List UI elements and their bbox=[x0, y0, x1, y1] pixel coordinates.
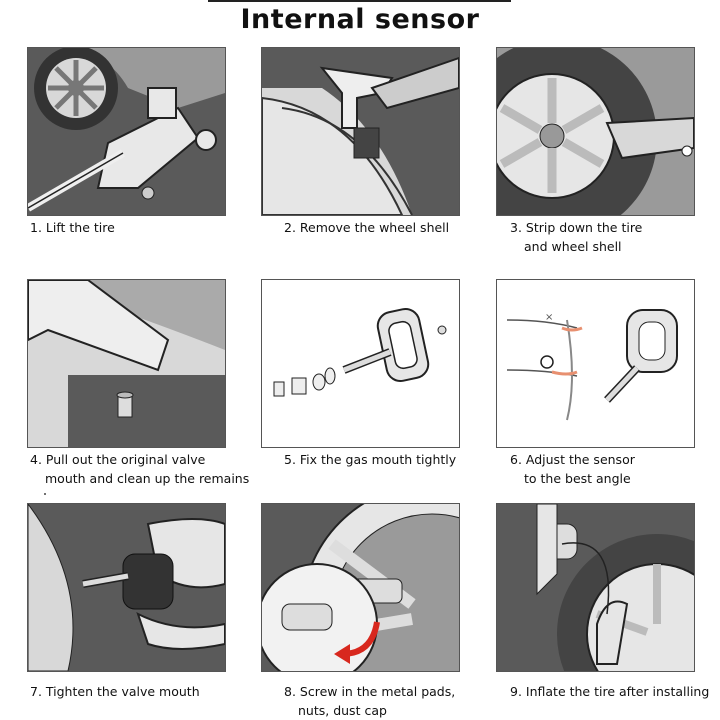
sensor-parts-icon bbox=[262, 280, 459, 447]
step-1-caption: 1. Lift the tire bbox=[30, 218, 115, 237]
step-6-text: 6. Adjust the sensor bbox=[510, 452, 635, 467]
step-2-caption: 2. Remove the wheel shell bbox=[284, 218, 449, 237]
step-4-illustration bbox=[27, 279, 226, 448]
step-6-text-2: to the best angle bbox=[524, 471, 631, 486]
step-6-illustration: × bbox=[496, 279, 695, 448]
step-8-text: 8. Screw in the metal pads, bbox=[284, 684, 456, 699]
step-3-caption: 3. Strip down the tire and wheel shell bbox=[510, 218, 642, 256]
step-8-text-2: nuts, dust cap bbox=[298, 703, 387, 718]
step-7-text: 7. Tighten the valve mouth bbox=[30, 684, 200, 699]
svg-text:×: × bbox=[545, 312, 553, 323]
step-5-text: 5. Fix the gas mouth tightly bbox=[284, 452, 457, 467]
step-8-caption: 8. Screw in the metal pads, nuts, dust c… bbox=[284, 682, 455, 720]
valve-cap-icon bbox=[262, 504, 459, 671]
step-2-text: 2. Remove the wheel shell bbox=[284, 220, 450, 235]
inflator-icon bbox=[497, 504, 694, 671]
step-4-text: 4. Pull out the original valve bbox=[30, 452, 206, 467]
step-9-text: 9. Inflate the tire after installing bbox=[510, 684, 710, 699]
step-1-text: 1. Lift the tire bbox=[30, 220, 115, 235]
step-5-illustration bbox=[261, 279, 460, 448]
valve-stem-icon bbox=[28, 280, 225, 447]
step-8-illustration bbox=[261, 503, 460, 672]
step-7-caption: 7. Tighten the valve mouth bbox=[30, 682, 200, 701]
tire-lever-icon bbox=[262, 48, 459, 215]
step-2-illustration bbox=[261, 47, 460, 216]
step-1-illustration bbox=[27, 47, 226, 216]
step-9-caption: 9. Inflate the tire after installing bbox=[510, 682, 709, 701]
step-5-caption: 5. Fix the gas mouth tightly bbox=[284, 450, 456, 469]
page-title: Internal sensor bbox=[240, 4, 480, 35]
step-4-caption: 4. Pull out the original valve mouth and… bbox=[30, 450, 249, 488]
step-6-caption: 6. Adjust the sensor to the best angle bbox=[510, 450, 635, 488]
tire-changer-icon bbox=[497, 48, 694, 215]
step-3-text: 3. Strip down the tire bbox=[510, 220, 643, 235]
step-7-illustration bbox=[27, 503, 226, 672]
step-4-text-2: mouth and clean up the remains bbox=[45, 471, 250, 486]
hand-sensor-icon bbox=[28, 504, 225, 671]
car-jack-icon bbox=[28, 48, 225, 215]
stray-dot bbox=[44, 493, 46, 495]
sensor-angle-icon: × bbox=[497, 280, 694, 447]
step-3-illustration bbox=[496, 47, 695, 216]
step-9-illustration bbox=[496, 503, 695, 672]
top-rule bbox=[208, 0, 511, 2]
step-3-text-2: and wheel shell bbox=[524, 239, 622, 254]
